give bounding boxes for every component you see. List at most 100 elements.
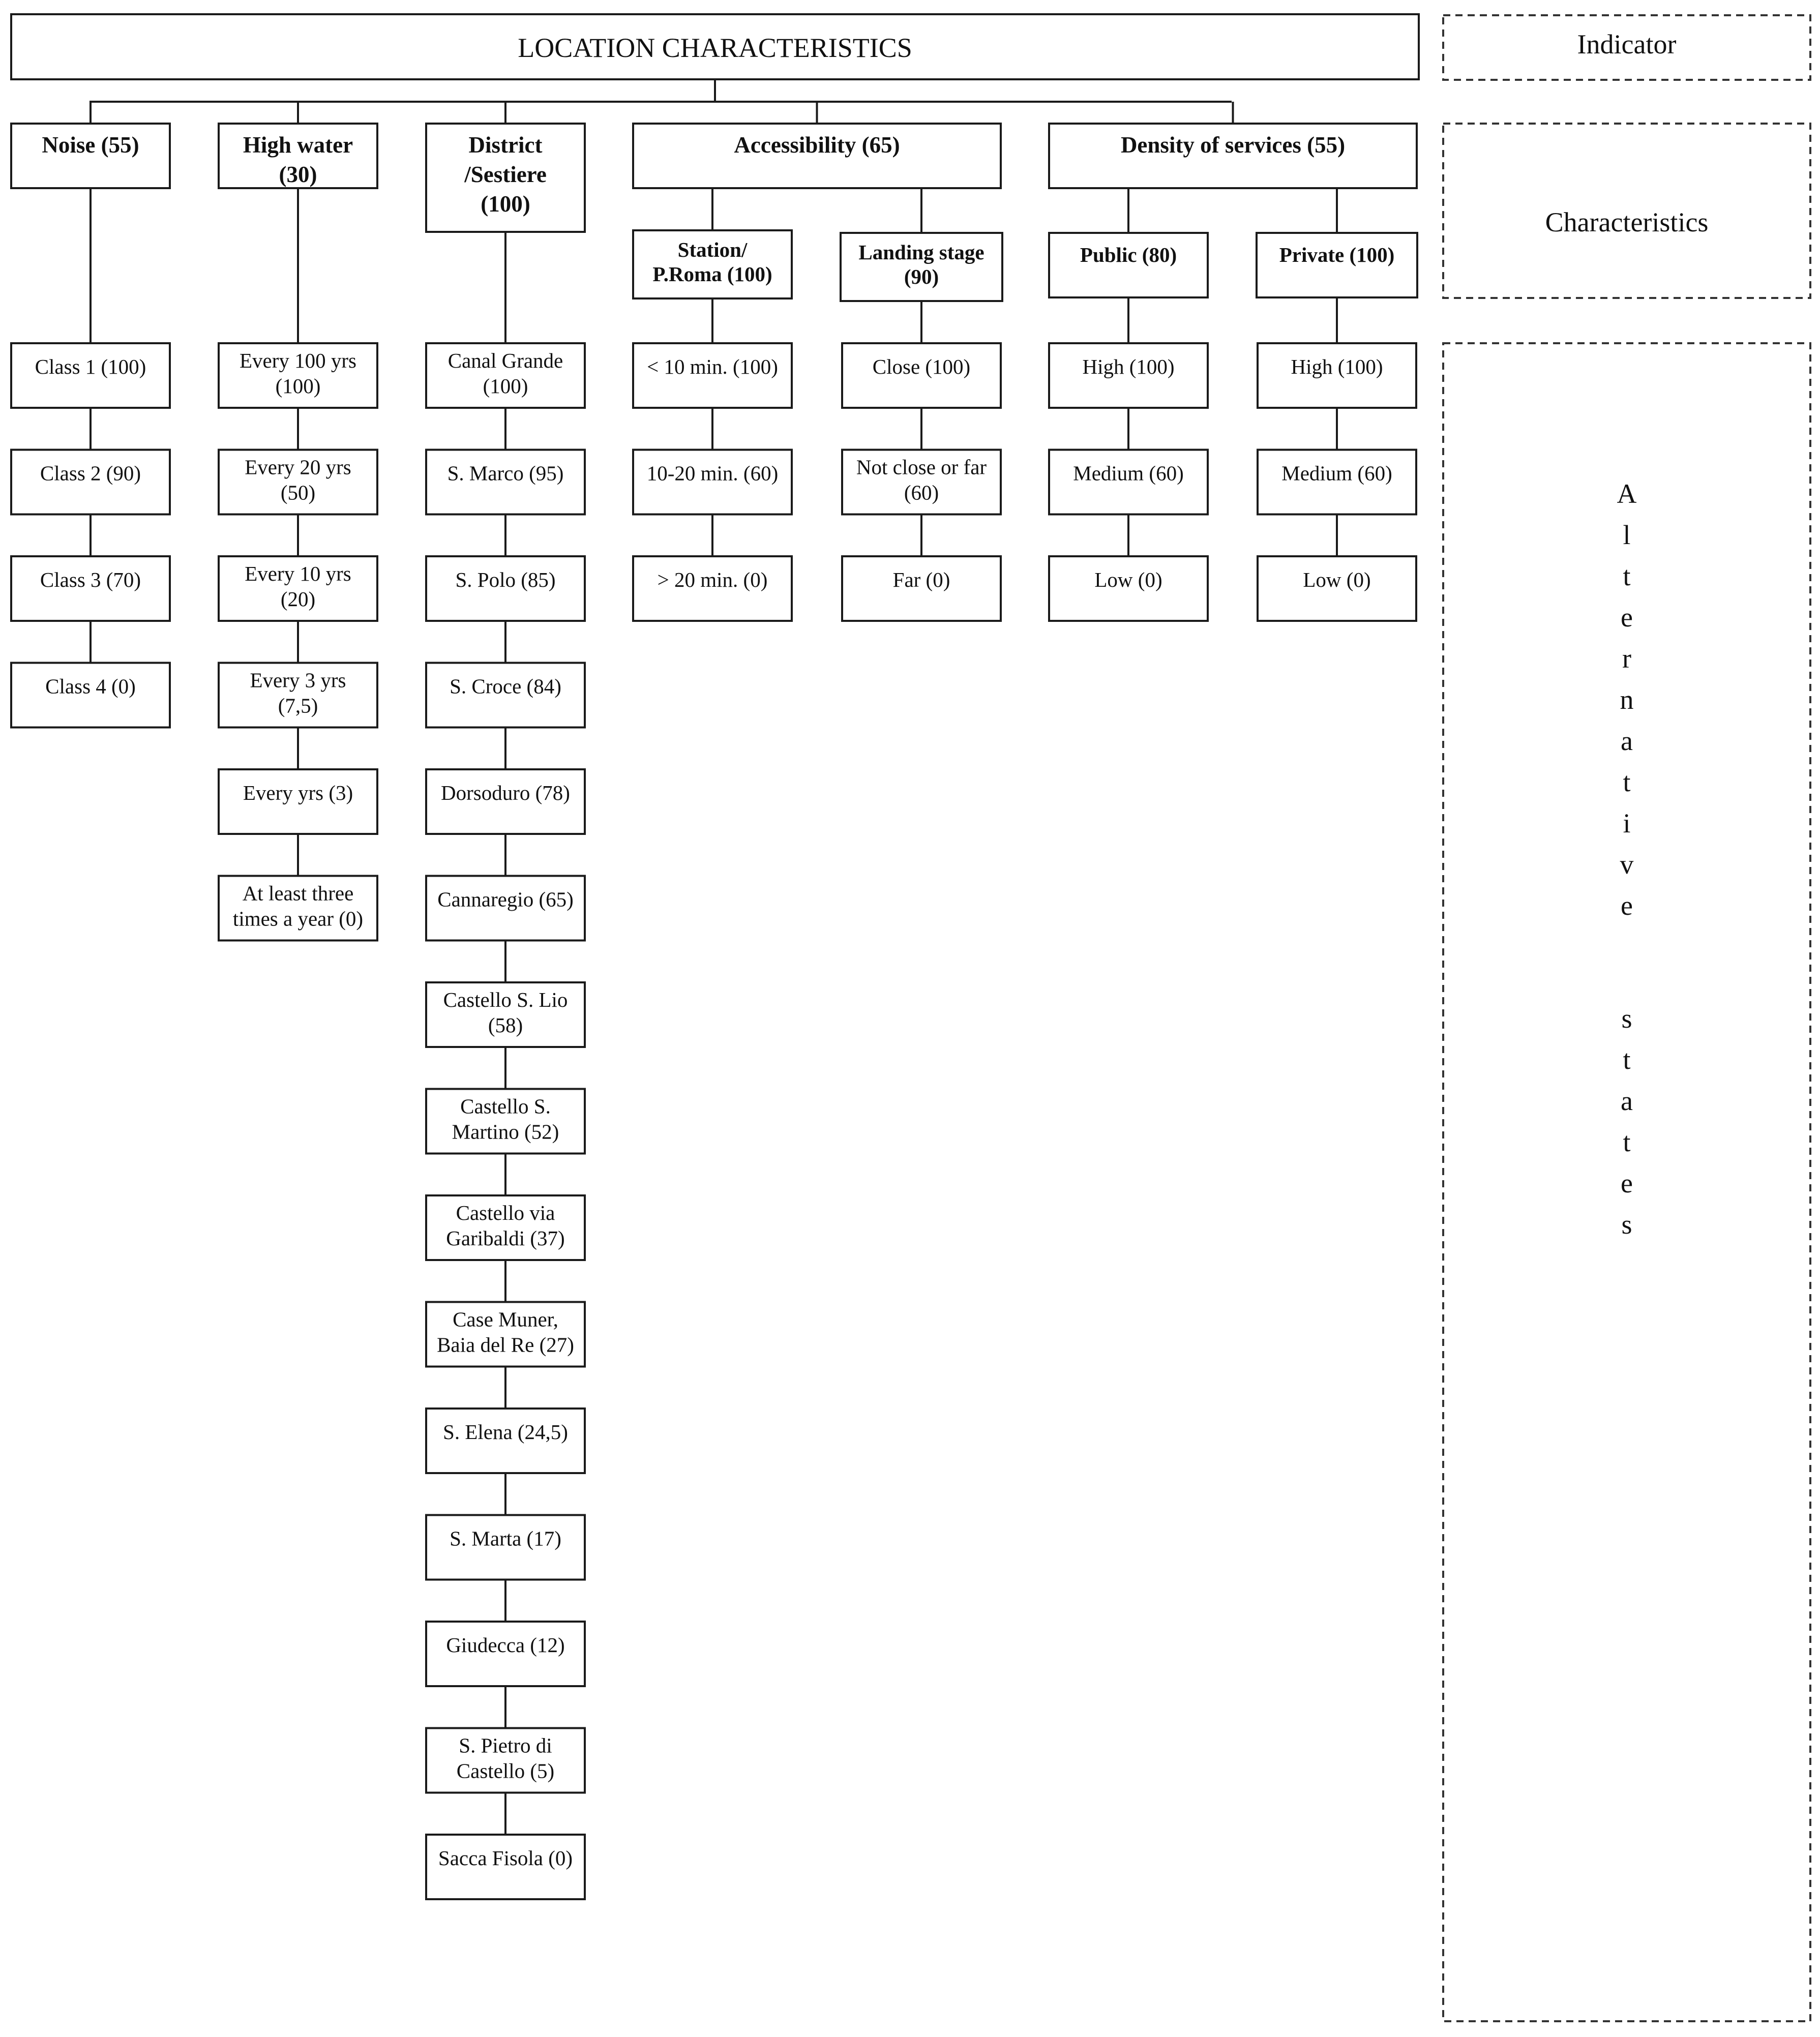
state-high-water-label: Every yrs (3) [243, 781, 353, 804]
state-noise-box [10, 555, 171, 622]
state-station-p-roma-box [632, 342, 793, 409]
state-public-label: Low (0) [1094, 568, 1162, 591]
state-district-sestiere-label: Dorsoduro (78) [441, 781, 570, 804]
state-district-sestiere-label-line: (100) [483, 374, 528, 398]
state-district-sestiere-box [425, 1301, 586, 1368]
state-district-sestiere-label: S. Marco (95) [447, 462, 564, 485]
state-district-sestiere-box [425, 1514, 586, 1581]
state-district-sestiere-label-line: Castello S. Lio [443, 988, 568, 1011]
state-noise-label: Class 1 (100) [35, 355, 146, 378]
state-noise-label: Class 4 (0) [45, 675, 136, 698]
sub-characteristic-landing-stage-box [840, 232, 1003, 302]
state-district-sestiere-label-line: Sacca Fisola (0) [438, 1846, 573, 1870]
state-high-water-box [218, 448, 378, 516]
state-private-label: High (100) [1291, 355, 1383, 378]
state-private-label-line: Medium (60) [1281, 462, 1392, 485]
state-district-sestiere-label-line: (58) [488, 1013, 523, 1037]
state-station-p-roma-box [632, 555, 793, 622]
state-high-water-box [218, 555, 378, 622]
state-district-sestiere-box [425, 1088, 586, 1155]
state-landing-stage-box [841, 342, 1002, 409]
state-station-p-roma-label: 10-20 min. (60) [647, 462, 779, 485]
state-public-label: High (100) [1082, 355, 1174, 378]
state-high-water-label-line: (7,5) [278, 694, 318, 717]
state-district-sestiere-box [425, 981, 586, 1048]
state-district-sestiere-box [425, 768, 586, 835]
state-district-sestiere-label: Castello S.Martino (52) [452, 1095, 559, 1144]
state-station-p-roma-label: < 10 min. (100) [647, 355, 778, 378]
legend-indicator-label: Indicator [1577, 29, 1677, 59]
sub-characteristic-station-p-roma-label-line: P.Roma (100) [652, 262, 772, 286]
characteristic-accessibility-label-line: Accessibility (65) [734, 132, 900, 158]
state-private-label: Low (0) [1303, 568, 1370, 591]
state-high-water-label-line: times a year (0) [233, 907, 363, 931]
state-noise-box [10, 662, 171, 729]
characteristic-noise-label-line: Noise (55) [42, 132, 139, 158]
characteristic-accessibility-label: Accessibility (65) [734, 132, 900, 158]
state-high-water-label-line: (50) [281, 481, 315, 504]
characteristic-district-sestiere-box [425, 123, 586, 233]
sub-characteristic-landing-stage-label: Landing stage(90) [858, 241, 984, 288]
state-district-sestiere-label-line: S. Polo (85) [455, 568, 555, 591]
characteristic-noise-box [10, 123, 171, 189]
state-landing-stage-label: Far (0) [893, 568, 950, 591]
state-district-sestiere-label-line: Garibaldi (37) [446, 1226, 564, 1250]
state-landing-stage-box [841, 555, 1002, 622]
sub-characteristic-landing-stage-label-line: (90) [904, 265, 939, 288]
state-public-box [1048, 448, 1209, 516]
state-landing-stage-label: Not close or far(60) [856, 456, 987, 504]
state-district-sestiere-label-line: Dorsoduro (78) [441, 781, 570, 804]
state-district-sestiere-box [425, 1727, 586, 1794]
state-district-sestiere-box [425, 1407, 586, 1474]
state-landing-stage-label-line: Far (0) [893, 568, 950, 591]
characteristic-high-water-label-line: (30) [279, 162, 317, 187]
state-noise-label-line: Class 2 (90) [40, 462, 141, 485]
state-high-water-label: Every 10 yrs(20) [245, 562, 351, 611]
state-district-sestiere-label-line: Castello via [456, 1201, 555, 1224]
state-high-water-label-line: (20) [281, 587, 315, 611]
sub-characteristic-private-box [1256, 232, 1418, 298]
state-noise-box [10, 448, 171, 516]
state-noise-label-line: Class 4 (0) [45, 675, 136, 698]
sub-characteristic-station-p-roma-label: Station/P.Roma (100) [652, 238, 772, 286]
state-high-water-box [218, 875, 378, 942]
sub-characteristic-station-p-roma-box [632, 229, 793, 299]
state-private-label: Medium (60) [1281, 462, 1392, 485]
state-district-sestiere-label-line: S. Croce (84) [450, 675, 561, 698]
characteristic-noise-label: Noise (55) [42, 132, 139, 158]
state-landing-stage-label: Close (100) [873, 355, 970, 378]
state-district-sestiere-label: Giudecca (12) [446, 1633, 564, 1657]
characteristic-district-sestiere-label-line: District [469, 132, 543, 158]
state-district-sestiere-label-line: Cannaregio (65) [437, 888, 574, 911]
state-high-water-label-line: Every 10 yrs [245, 562, 351, 585]
state-district-sestiere-box [425, 1621, 586, 1687]
state-landing-stage-box [841, 448, 1002, 516]
state-public-label-line: Low (0) [1094, 568, 1162, 591]
state-private-label-line: High (100) [1291, 355, 1383, 378]
state-landing-stage-label-line: (60) [904, 481, 939, 504]
characteristic-district-sestiere-label-line: /Sestiere [464, 162, 547, 187]
state-district-sestiere-label-line: S. Elena (24,5) [443, 1420, 568, 1444]
characteristic-high-water-label-line: High water [243, 132, 353, 158]
state-public-label: Medium (60) [1073, 462, 1184, 485]
state-noise-label-line: Class 1 (100) [35, 355, 146, 378]
characteristic-accessibility-box [632, 123, 1002, 189]
state-district-sestiere-label: S. Elena (24,5) [443, 1420, 568, 1444]
state-high-water-label: Every 3 yrs(7,5) [250, 669, 346, 717]
state-public-label-line: High (100) [1082, 355, 1174, 378]
state-district-sestiere-label-line: S. Pietro di [459, 1734, 552, 1757]
sub-characteristic-public-label-line: Public (80) [1080, 243, 1177, 266]
state-district-sestiere-label-line: Canal Grande [448, 349, 563, 372]
characteristic-high-water-box [218, 123, 378, 189]
state-public-box [1048, 342, 1209, 409]
state-district-sestiere-label: Castello S. Lio(58) [443, 988, 568, 1037]
legend-alternative-states-label: Alternative states [1612, 478, 1642, 1250]
legend-alternative-states-box [1442, 342, 1811, 2022]
sub-characteristic-private-label: Private (100) [1279, 243, 1395, 266]
characteristic-district-sestiere-label: District/Sestiere(100) [464, 132, 547, 217]
state-high-water-label-line: Every 3 yrs [250, 669, 346, 692]
state-high-water-label: Every 20 yrs(50) [245, 456, 351, 504]
state-station-p-roma-label-line: < 10 min. (100) [647, 355, 778, 378]
